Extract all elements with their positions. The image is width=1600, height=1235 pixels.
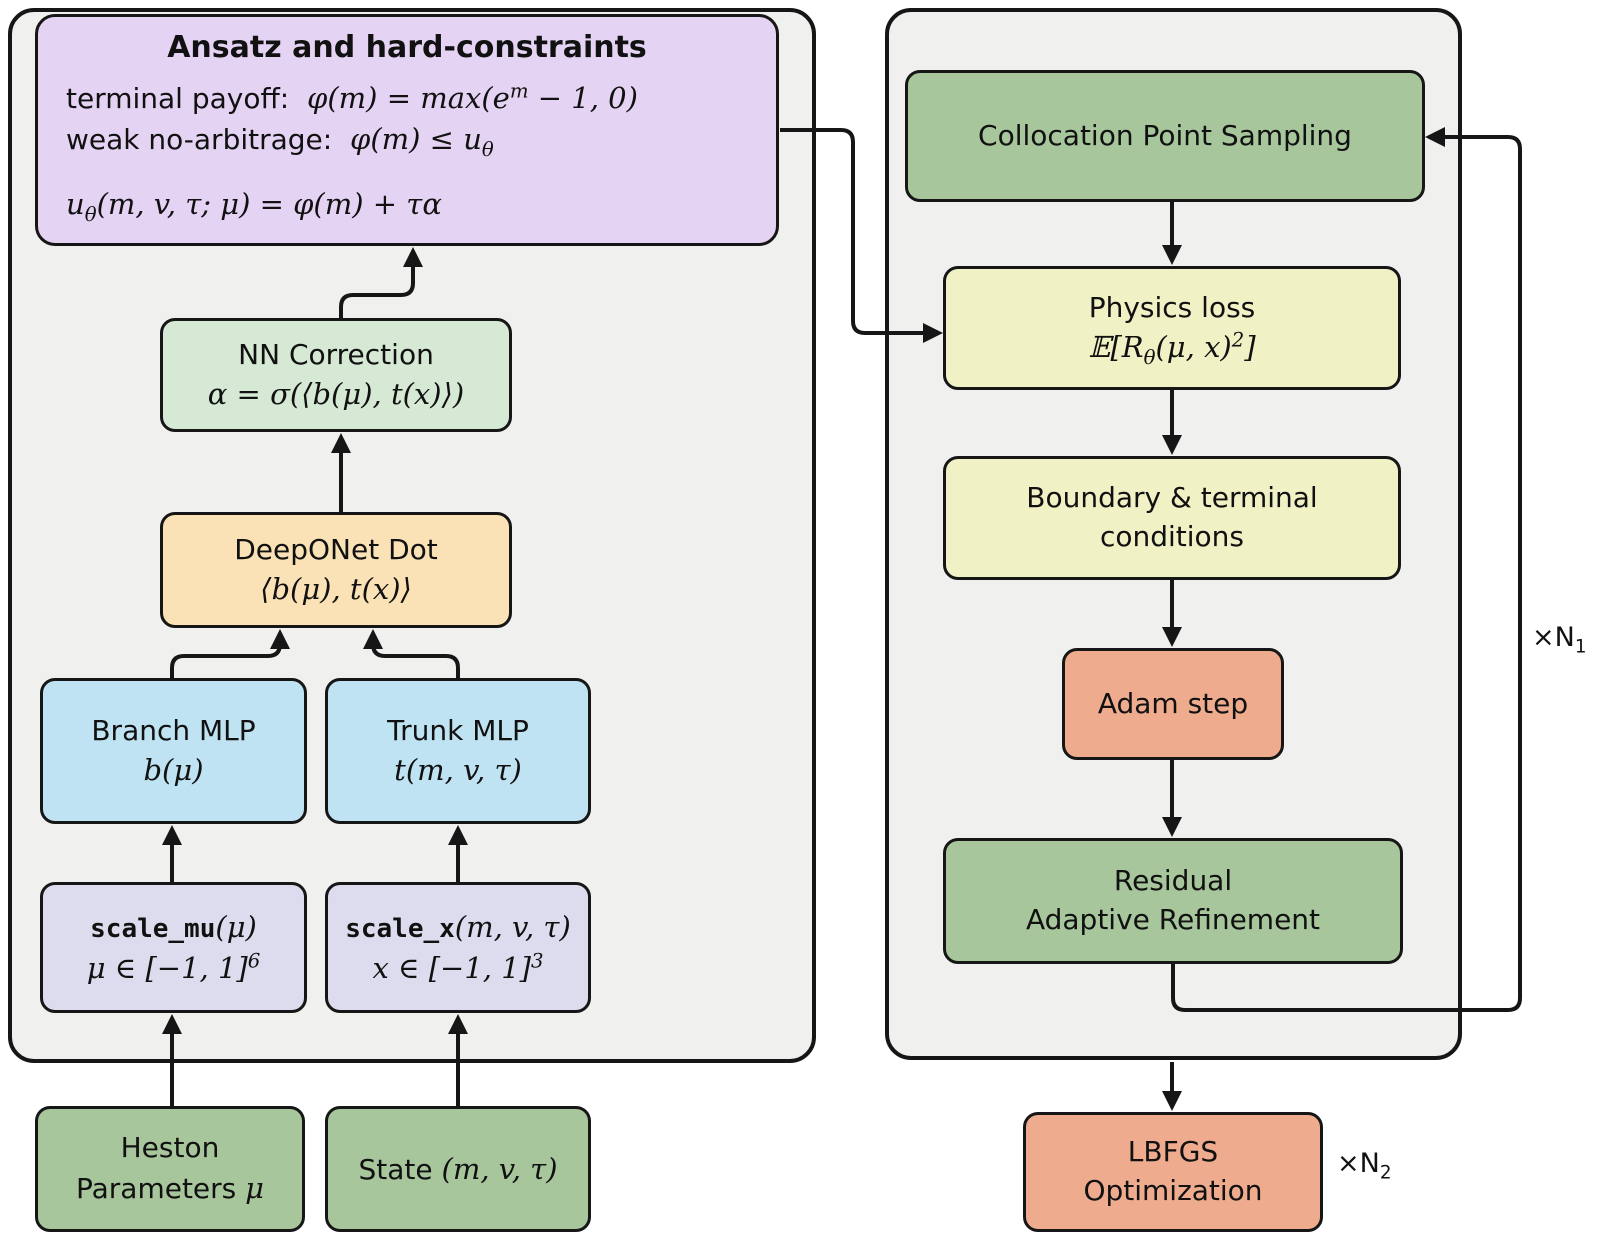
- scale-x-code: scale_x: [345, 914, 455, 945]
- heston-line2: Parameters μ: [76, 1168, 264, 1209]
- terminal-payoff-math: φ(m) = max(em − 1, 0): [307, 79, 638, 116]
- branch-mlp-math: b(μ): [143, 753, 204, 788]
- terminal-payoff-label: terminal payoff:: [66, 82, 290, 116]
- trunk-mlp-math: t(m, v, τ): [394, 753, 522, 788]
- scale-x-signature: scale_x(m, v, τ): [345, 907, 571, 948]
- heston-parameters-box: Heston Parameters μ: [35, 1106, 305, 1232]
- outer-loop-count-label: ×N1: [1532, 622, 1587, 658]
- scale-mu-code: scale_mu: [90, 914, 216, 945]
- deeponet-dot-box: DeepONet Dot ⟨b(μ), t(x)⟩: [160, 512, 512, 628]
- collocation-title: Collocation Point Sampling: [978, 118, 1352, 152]
- ansatz-equation-math: uθ(m, v, τ; μ) = φ(m) + τα: [66, 186, 442, 226]
- deeponet-dot-math: ⟨b(μ), t(x)⟩: [260, 572, 412, 607]
- no-arbitrage-math: φ(m) ≤ uθ: [350, 122, 494, 161]
- heston-parameters-label: Parameters: [75, 1172, 237, 1205]
- terminal-payoff-constraint: terminal payoff: φ(m) = max(em − 1, 0): [66, 78, 638, 119]
- ansatz-hard-constraints-box: Ansatz and hard-constraints terminal pay…: [35, 14, 779, 246]
- lbfgs-line2: Optimization: [1083, 1174, 1263, 1207]
- boundary-line1: Boundary & terminal: [1026, 481, 1318, 515]
- deeponet-dot-title: DeepONet Dot: [234, 532, 438, 566]
- scale-x-box: scale_x(m, v, τ) x ∈ [−1, 1]3: [325, 882, 591, 1013]
- adam-step-title: Adam step: [1097, 686, 1249, 720]
- scale-mu-box: scale_mu(μ) μ ∈ [−1, 1]6: [40, 882, 307, 1013]
- boundary-conditions-box: Boundary & terminal conditions: [943, 456, 1401, 580]
- physics-loss-title: Physics loss: [1088, 290, 1256, 324]
- scale-mu-domain: μ ∈ [−1, 1]6: [86, 949, 261, 985]
- adam-step-box: Adam step: [1062, 648, 1284, 760]
- scale-x-args: (m, v, τ): [454, 910, 571, 945]
- ansatz-title: Ansatz and hard-constraints: [167, 30, 647, 65]
- nn-correction-box: NN Correction α = σ(⟨b(μ), t(x)⟩): [160, 318, 512, 432]
- lbfgs-line1: LBFGS: [1127, 1135, 1219, 1169]
- state-math: (m, v, τ): [441, 1151, 558, 1186]
- ansatz-equation: uθ(m, v, τ; μ) = φ(m) + τα: [66, 184, 442, 225]
- residual-refinement-box: Residual Adaptive Refinement: [943, 838, 1403, 964]
- no-arbitrage-label: weak no-arbitrage:: [66, 123, 333, 157]
- scale-mu-args: (μ): [215, 910, 257, 945]
- trunk-mlp-title: Trunk MLP: [387, 713, 529, 747]
- scale-x-domain: x ∈ [−1, 1]3: [372, 949, 544, 985]
- lbfgs-optimization-box: LBFGS Optimization: [1023, 1112, 1323, 1232]
- boundary-line2: conditions: [1099, 520, 1245, 553]
- collocation-sampling-box: Collocation Point Sampling: [905, 70, 1425, 202]
- state-label-line: State (m, v, τ): [358, 1149, 557, 1190]
- residual-line1: Residual: [1113, 864, 1233, 898]
- branch-mlp-title: Branch MLP: [91, 713, 256, 747]
- trunk-mlp-box: Trunk MLP t(m, v, τ): [325, 678, 591, 824]
- no-arbitrage-constraint: weak no-arbitrage: φ(m) ≤ uθ: [66, 119, 494, 160]
- physics-loss-box: Physics loss 𝔼[Rθ(μ, x)2]: [943, 266, 1401, 390]
- scale-mu-signature: scale_mu(μ): [90, 907, 257, 948]
- nn-correction-math: α = σ(⟨b(μ), t(x)⟩): [207, 377, 465, 412]
- physics-loss-math: 𝔼[Rθ(μ, x)2]: [1088, 328, 1256, 370]
- branch-mlp-box: Branch MLP b(μ): [40, 678, 307, 824]
- heston-line1: Heston: [120, 1131, 220, 1165]
- residual-line2: Adaptive Refinement: [1025, 903, 1321, 936]
- heston-mu-symbol: μ: [245, 1171, 265, 1205]
- lbfgs-loop-count-label: ×N2: [1337, 1148, 1392, 1184]
- state-label: State: [358, 1152, 433, 1186]
- nn-correction-title: NN Correction: [238, 337, 434, 371]
- state-box: State (m, v, τ): [325, 1106, 591, 1232]
